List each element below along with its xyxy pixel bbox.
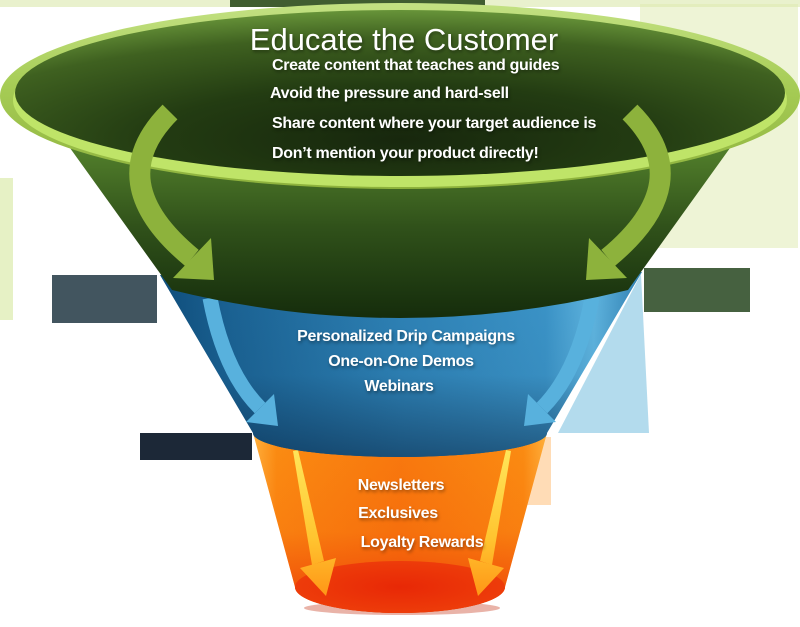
yellow-arrow-right-shaft: [480, 450, 511, 565]
green-tier-point-2: Avoid the pressure and hard-sell: [270, 85, 509, 102]
blue-arrow-left-icon: [202, 296, 278, 426]
blue-arrow-right-icon: [524, 296, 600, 426]
orange-tier-point-2: Exclusives: [358, 505, 438, 522]
green-tier-point-3: Share content where your target audience…: [272, 115, 596, 132]
yellow-arrow-right-head: [468, 558, 504, 596]
green-bowl-interior: [15, 10, 785, 176]
green-arrow-right-icon: [586, 104, 671, 280]
yellow-arrow-left-shaft: [293, 450, 324, 565]
green-tier-point-1: Create content that teaches and guides: [272, 57, 560, 74]
green-tier: [0, 3, 800, 318]
artifact-slate-rect: [52, 275, 157, 323]
blue-tier-shading: [160, 272, 642, 457]
green-arrow-right-head: [586, 238, 627, 280]
artifact-green-rect: [644, 268, 750, 312]
blue-tier-point-3: Webinars: [364, 378, 434, 395]
blue-tier-point-1: Personalized Drip Campaigns: [297, 328, 515, 345]
blue-arrow-right-shaft: [536, 296, 600, 414]
green-tier-point-4: Don’t mention your product directly!: [272, 145, 539, 162]
yellow-arrow-right-icon: [468, 450, 511, 596]
blue-arrow-left-head: [246, 394, 278, 426]
artifact-left-strip: [0, 178, 13, 320]
blue-tier: [160, 272, 642, 457]
blue-tier-point-2: One-on-One Demos: [328, 353, 474, 370]
artifact-navy-rect: [140, 433, 252, 460]
green-arrow-right-shaft: [601, 104, 671, 267]
yellow-arrow-left-icon: [293, 450, 336, 596]
artifact-blue-wash: [558, 274, 649, 433]
blue-arrow-right-head: [524, 394, 556, 426]
green-cone: [70, 148, 730, 318]
green-arrow-left-head: [173, 238, 214, 280]
orange-tier-point-3: Loyalty Rewards: [361, 534, 484, 551]
green-tier-heading: Educate the Customer: [250, 22, 558, 57]
blue-arrow-left-shaft: [202, 296, 266, 414]
green-arrow-left-shaft: [129, 104, 199, 267]
yellow-arrow-left-head: [300, 558, 336, 596]
tier-labels: Educate the Customer Create content that…: [250, 22, 597, 551]
green-arrow-left-icon: [129, 104, 214, 280]
artifact-top-dark-stripe: [230, 0, 485, 7]
orange-tier-point-1: Newsletters: [358, 477, 445, 494]
yellow-flow-arrows: [293, 450, 511, 596]
red-bottom-mouth: [295, 561, 505, 613]
